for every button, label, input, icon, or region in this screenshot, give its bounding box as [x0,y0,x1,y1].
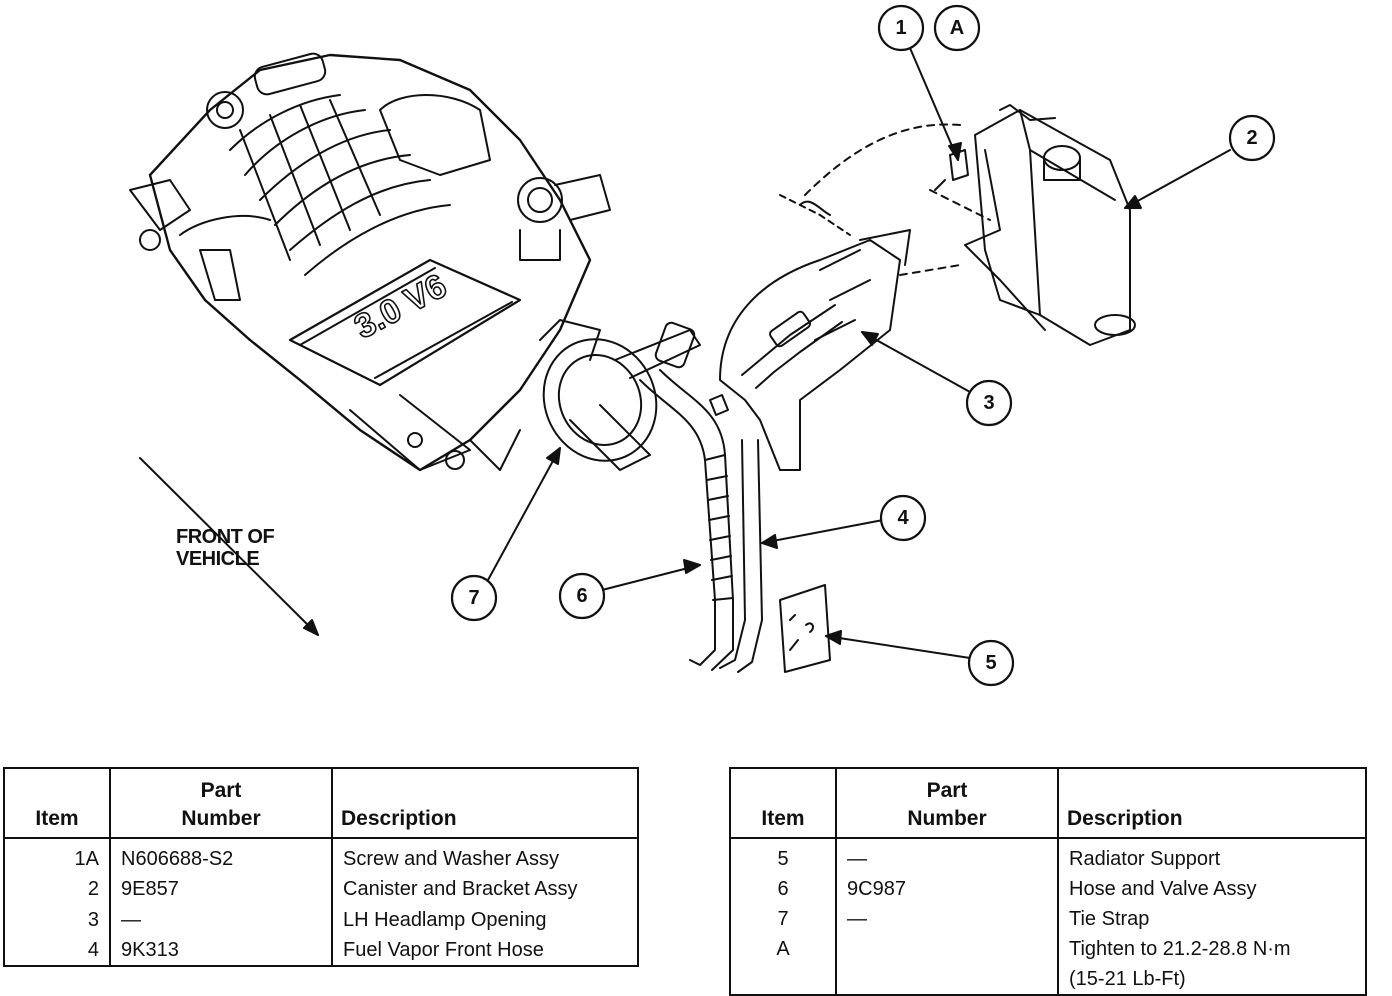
header-item: Item [3,768,111,838]
header-item: Item [729,768,837,838]
hose-assembly [639,304,843,673]
header-description: Description [1057,768,1367,838]
callout-3: 3 [965,379,1013,427]
svg-text:7: 7 [468,587,479,609]
callout-a: A [933,4,981,52]
engine-illustration: 3.0 V6 [129,52,611,472]
callout-5: 5 [967,639,1015,687]
parts-table-right: Item Part Number Description 5—Radiator … [729,767,1367,996]
svg-text:6: 6 [576,585,587,607]
header-description: Description [331,768,639,838]
callout-7: 7 [450,574,498,622]
table-row: 5—Radiator Support [729,838,1367,874]
svg-text:2: 2 [1246,127,1257,149]
svg-text:A: A [950,17,964,39]
front-of-vehicle-label: FRONT OF VEHICLE [176,526,275,570]
svg-text:1: 1 [895,17,906,39]
dashed-guides [804,123,991,276]
svg-text:5: 5 [985,652,996,674]
headlamp-opening-illustration [719,194,911,471]
svg-text:4: 4 [897,507,909,529]
pulley-illustration [542,321,729,471]
callout-1: 1 [877,4,925,52]
callout-2: 2 [1228,114,1276,162]
header-part-number: Part Number [109,768,333,838]
exploded-diagram: 3.0 V6 [129,4,1276,687]
callout-4: 4 [879,494,927,542]
callout-6: 6 [558,572,606,620]
svg-text:3: 3 [983,392,994,414]
table-row: 3—LH Headlamp Opening [3,904,639,935]
leader-lines [139,47,1231,659]
radiator-support-illustration [779,584,831,673]
header-part-number: Part Number [835,768,1059,838]
table-row: 7—Tie Strap [729,904,1367,934]
canister-illustration [934,104,1136,346]
engine-badge: 3.0 V6 [348,267,453,347]
